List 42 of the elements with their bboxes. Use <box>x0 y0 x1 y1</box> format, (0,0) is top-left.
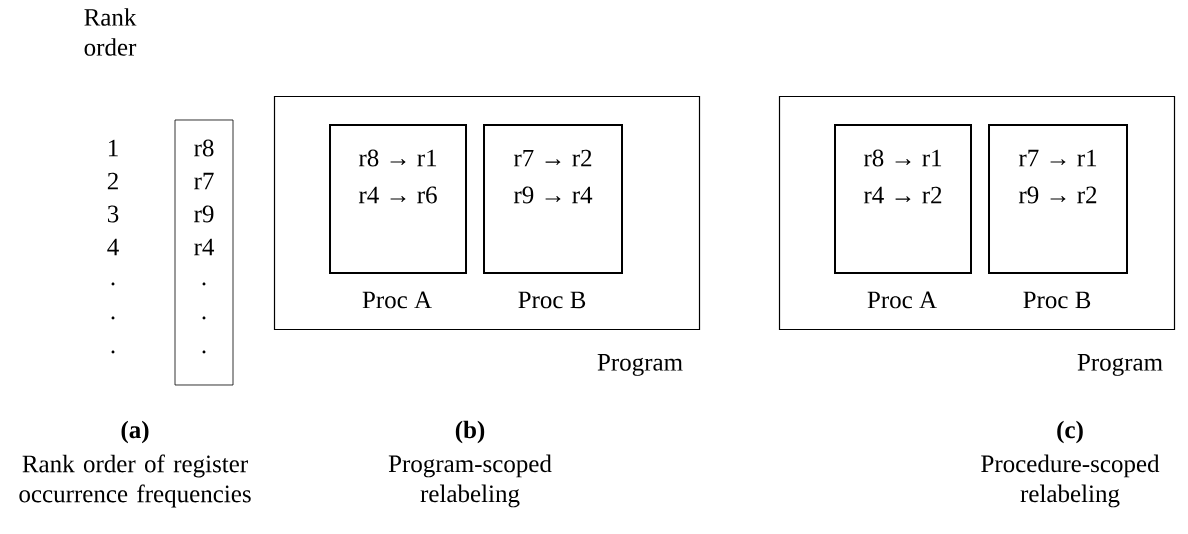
register-list-box <box>174 119 234 386</box>
column-heading: Rank order <box>84 8 137 56</box>
register-name: . <box>202 350 206 354</box>
procedure-box <box>329 124 467 309</box>
rank-number: . <box>111 282 115 286</box>
procedure-label: Proc B <box>518 291 586 309</box>
panel-letter: (c) <box>1057 420 1083 444</box>
procedure-box <box>483 124 623 309</box>
register-name: r9 <box>194 205 214 223</box>
rank-number: 4 <box>107 238 119 256</box>
mapping-text: r7 → r2 <box>513 149 592 167</box>
mapping-text: r9 → r4 <box>513 186 593 204</box>
mapping-text: r4 → r2 <box>863 186 942 204</box>
mapping-text: r8 → r1 <box>358 149 437 167</box>
program-label: Program <box>597 354 683 376</box>
program-box <box>778 95 1176 376</box>
register-name: r8 <box>194 139 214 157</box>
panel-letter: (b) <box>455 420 485 444</box>
caption-text: Rank order of register occurrence frequencies <box>19 454 251 508</box>
rank-number: . <box>111 316 115 320</box>
program-label: Program <box>1077 354 1163 376</box>
rank-number: 1 <box>108 139 118 157</box>
mapping-text: r7 → r1 <box>1018 149 1097 167</box>
mapping-text: r4 → r6 <box>358 186 437 204</box>
rank-number: 2 <box>107 172 118 190</box>
caption-text: Procedure-scoped relabeling <box>981 454 1160 508</box>
procedure-label: Proc A <box>362 291 432 309</box>
program-box <box>273 95 701 376</box>
procedure-label: Proc A <box>867 291 937 309</box>
panel-letter: (a) <box>121 420 149 444</box>
procedure-box <box>988 124 1128 309</box>
mapping-text: r8 → r1 <box>863 149 942 167</box>
procedure-label: Proc B <box>1023 291 1091 309</box>
mapping-text: r9 → r2 <box>1018 186 1097 204</box>
register-name: . <box>202 316 206 320</box>
procedure-box <box>834 124 972 309</box>
register-name: . <box>202 282 206 286</box>
register-name: r7 <box>194 172 214 190</box>
rank-number: 3 <box>107 205 119 223</box>
rank-number: . <box>111 350 115 354</box>
caption-text: Program-scoped relabeling <box>388 454 552 508</box>
register-name: r4 <box>194 238 215 256</box>
